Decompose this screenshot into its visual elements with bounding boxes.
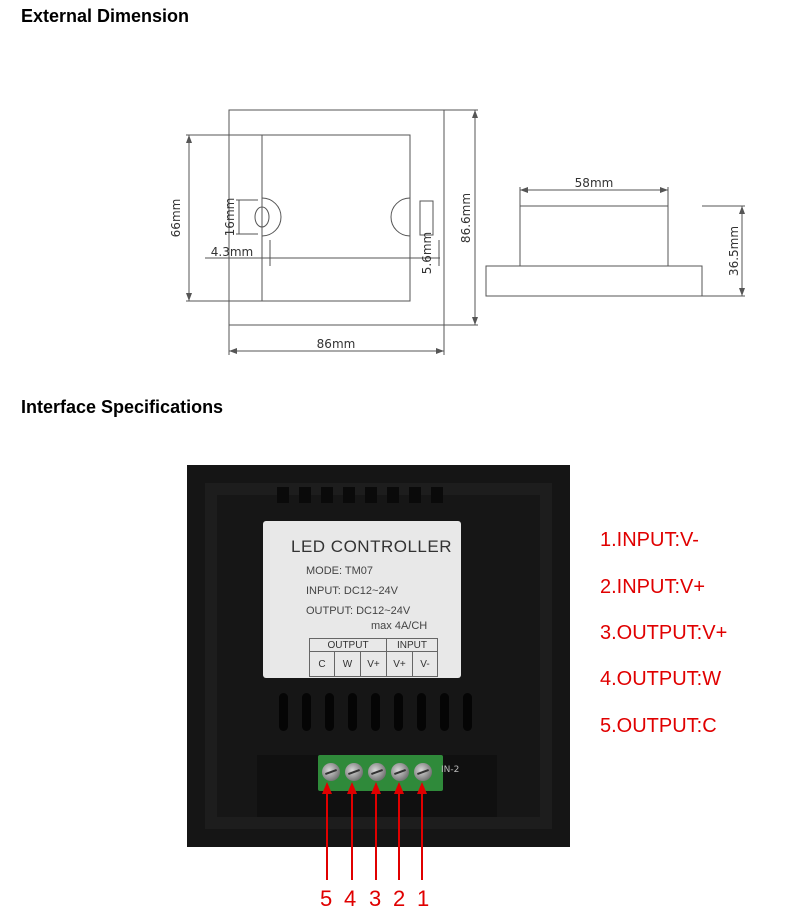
label-title: LED CONTROLLER — [291, 537, 452, 556]
legend-pin-2: 2.INPUT:V+ — [600, 576, 706, 598]
pin-number-5: 5 — [320, 886, 333, 911]
left-slot — [261, 197, 282, 237]
screw-terminal-1 — [414, 763, 432, 781]
screw-terminal-2 — [391, 763, 409, 781]
right-slot — [390, 197, 411, 237]
dim-36-5mm: 36.5mm — [727, 226, 741, 276]
dim-66mm: 66mm — [169, 199, 183, 238]
inner-box-outline — [261, 134, 411, 302]
product-label: LED CONTROLLER MODE: TM07 INPUT: DC12~24… — [263, 521, 461, 678]
terminal-cell-input-vplus: V+ — [386, 651, 413, 677]
legend-pin-1: 1.INPUT:V- — [600, 529, 699, 551]
dimension-drawing: 66mm 16mm 4.3mm 5.6mm 86.6mm 86mm 58mm 3… — [169, 109, 745, 355]
interface-specifications-heading: Interface Specifications — [21, 397, 224, 417]
right-slot-tab — [419, 200, 434, 236]
side-plate-outline — [485, 265, 703, 297]
terminal-cell-c: C — [309, 651, 335, 677]
legend-pin-4: 4.OUTPUT:W — [600, 668, 722, 690]
screw-terminal-4 — [345, 763, 363, 781]
pin-number-4: 4 — [344, 886, 357, 911]
terminal-group-output: OUTPUT — [309, 638, 387, 652]
left-slot-hole — [254, 206, 270, 228]
legend-pin-5: 5.OUTPUT:C — [600, 715, 717, 737]
dim-86mm: 86mm — [317, 337, 356, 351]
legend-pin-3: 3.OUTPUT:V+ — [600, 622, 728, 644]
side-box-outline — [519, 205, 669, 267]
connector-marker: IN-2 — [441, 765, 460, 775]
terminal-cell-w: W — [334, 651, 361, 677]
external-dimension-heading: External Dimension — [21, 6, 190, 26]
pin-number-1: 1 — [417, 886, 430, 911]
label-mode: MODE: TM07 — [306, 565, 374, 577]
terminal-table: OUTPUT INPUT C W V+ V+ V- — [309, 638, 438, 677]
terminal-cell-output-vplus: V+ — [360, 651, 387, 677]
terminal-block — [318, 755, 443, 791]
screw-terminal-3 — [368, 763, 386, 781]
terminal-cell-input-vminus: V- — [412, 651, 438, 677]
dim-86-6mm: 86.6mm — [459, 193, 473, 243]
terminal-group-input: INPUT — [386, 638, 438, 652]
dim-4-3mm: 4.3mm — [211, 245, 253, 259]
label-max-current: max 4A/CH — [371, 620, 428, 632]
label-output: OUTPUT: DC12~24V — [306, 605, 411, 617]
pin-number-3: 3 — [369, 886, 382, 911]
dim-5-6mm: 5.6mm — [420, 232, 434, 274]
dim-16mm: 16mm — [223, 198, 237, 237]
dim-58mm: 58mm — [575, 176, 614, 190]
front-plate-outline — [228, 109, 445, 326]
pin-number-2: 2 — [393, 886, 406, 911]
label-input: INPUT: DC12~24V — [306, 585, 399, 597]
screw-terminal-5 — [322, 763, 340, 781]
